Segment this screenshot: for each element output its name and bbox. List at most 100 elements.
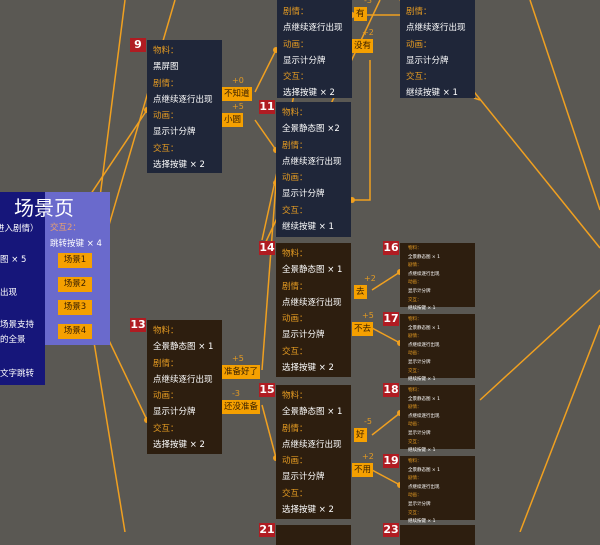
node-field-label: 物料： [408, 459, 422, 464]
scene-4-button[interactable]: 场景4 [58, 324, 92, 339]
node-field-label: 交互： [282, 205, 308, 216]
node-field-label: 交互： [153, 143, 179, 154]
choice-label-haimei[interactable]: 还没准备 [222, 400, 261, 414]
connector-line [371, 412, 401, 436]
node-field-value: 全景静态图 × 1 [408, 396, 440, 402]
connector-line [519, 324, 600, 532]
node-field-label: 交互： [406, 72, 432, 83]
connector-line [473, 97, 481, 101]
node-field-label: 物料： [153, 46, 179, 56]
node-field-value: 选择按键 × 2 [153, 160, 205, 171]
scene-text: 文字跳转 [0, 369, 35, 379]
node-23[interactable] [400, 525, 475, 545]
node-number-badge: 16 [383, 241, 399, 255]
connector-line [352, 60, 371, 201]
node-field-value: 选择按键 × 2 [282, 505, 334, 516]
node-number-badge: 15 [259, 383, 275, 397]
node-field-label: 动画： [408, 422, 422, 428]
node-field-value: 点继续逐行出现 [408, 342, 440, 348]
connector-line [254, 119, 277, 151]
node-field-label: 剧情： [282, 281, 308, 292]
node-field-label: 剧情： [408, 476, 422, 482]
node-field-value: 显示计分牌 [282, 189, 325, 200]
connector-line [371, 327, 401, 344]
node-field-label: 交互： [282, 488, 308, 499]
node-field-label: 交互： [408, 297, 422, 303]
node-top-mid[interactable]: 剧情：点继续逐行出现动画：显示计分牌交互：选择按键 × 2 [277, 0, 352, 98]
node-field-value: 点继续逐行出现 [282, 439, 342, 450]
choice-score: -5 [364, 417, 372, 426]
choice-label-zhunbei[interactable]: 准备好了 [222, 365, 261, 379]
node-field-label: 剧情： [408, 263, 422, 269]
node-field-value: 点继续逐行出现 [282, 156, 342, 167]
connector-line [371, 271, 401, 291]
node-field-value: 继续按键 × 1 [406, 88, 458, 99]
node-field-label: 动画： [406, 39, 432, 50]
node-field-value: 选择按键 × 2 [282, 363, 334, 374]
choice-score: +5 [362, 311, 374, 320]
node-field-value: 黑屏图 [153, 62, 179, 73]
interaction-value: 跳转按键 × 4 [50, 239, 102, 249]
node-number-badge: 18 [383, 383, 399, 397]
node-field-label: 动画： [282, 173, 308, 184]
connector-line [479, 289, 600, 401]
choice-score: +2 [364, 274, 376, 283]
scene-2-button[interactable]: 场景2 [58, 277, 92, 292]
node-field-value: 显示计分牌 [282, 472, 325, 483]
node-field-value: 全景静态图 × 1 [282, 407, 343, 418]
node-field-label: 物料： [408, 246, 422, 251]
node-field-value: 显示计分牌 [153, 407, 196, 418]
choice-label-buzhidao[interactable]: 不知道 [222, 87, 252, 101]
choice-score: +5 [232, 102, 244, 111]
choice-score: +0 [232, 76, 244, 85]
scene-1-button[interactable]: 场景1 [58, 253, 92, 268]
choice-label-you[interactable]: 有 [354, 7, 367, 21]
node-top-right[interactable]: 剧情：点继续逐行出现动画：显示计分牌交互：继续按键 × 1 [400, 0, 475, 98]
node-field-label: 动画： [153, 111, 179, 122]
node-field-value: 继续按键 × 1 [408, 377, 436, 383]
choice-label-buyong[interactable]: 不用 [352, 463, 374, 477]
node-field-value: 全景静态图 × 1 [408, 325, 440, 331]
node-field-value: 点继续逐行出现 [283, 23, 343, 34]
node-field-value: 选择按键 × 2 [153, 440, 205, 451]
node-21[interactable] [276, 525, 351, 545]
node-field-value: 全景静态图 × 1 [408, 254, 440, 260]
scene-text: 进入剧情） [0, 224, 39, 234]
node-9[interactable]: 物料：黑屏图剧情：点继续逐行出现动画：显示计分牌交互：选择按键 × 2 [147, 40, 222, 173]
node-field-value: 继续按键 × 1 [408, 448, 436, 454]
node-field-value: 全景静态图 × 1 [282, 265, 343, 276]
scene-text: 出现 [0, 288, 18, 298]
choice-label-qu[interactable]: 去 [354, 285, 367, 299]
choice-score: -3 [232, 389, 240, 398]
connector-line [91, 329, 126, 532]
node-number-badge: 9 [130, 38, 146, 52]
scene-page-panel [0, 192, 45, 385]
node-field-label: 交互： [408, 368, 422, 374]
node-field-value: 点继续逐行出现 [408, 271, 440, 277]
choice-label-buqu[interactable]: 不去 [352, 322, 374, 336]
node-field-label: 剧情： [408, 405, 422, 411]
node-field-value: 全景静态图 × 1 [153, 342, 214, 353]
node-number-badge: 21 [259, 523, 275, 537]
scene-text: 的全景 [0, 335, 26, 345]
choice-label-meiyou[interactable]: 没有 [352, 39, 374, 53]
scene-3-button[interactable]: 场景3 [58, 300, 92, 315]
node-field-label: 物料： [282, 391, 308, 401]
choice-label-hao[interactable]: 好 [354, 428, 367, 442]
node-field-value: 继续按键 × 1 [282, 222, 334, 233]
choice-label-xiaoyuan[interactable]: 小圆 [222, 113, 244, 127]
choice-score: -3 [364, 0, 372, 5]
node-field-label: 动画： [282, 456, 308, 467]
node-field-value: 点继续逐行出现 [406, 23, 466, 34]
connector-line [261, 404, 277, 459]
node-field-label: 剧情： [406, 7, 432, 17]
node-field-value: 显示计分牌 [408, 359, 431, 365]
